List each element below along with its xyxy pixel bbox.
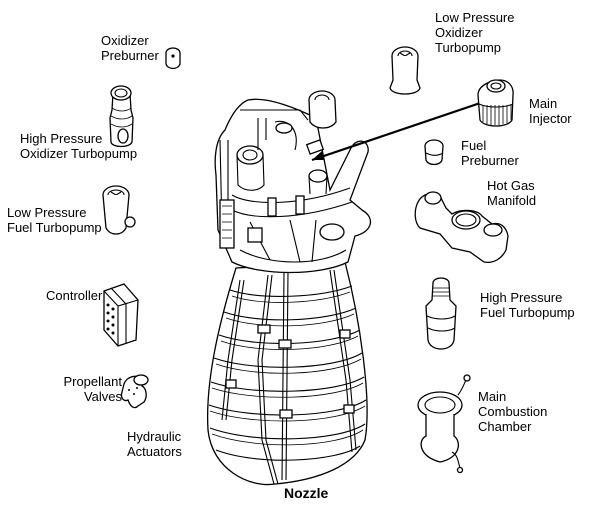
label-hp-oxidizer-turbopump: High Pressure Oxidizer Turbopump [20, 131, 138, 161]
propellant-valves-illustration [120, 374, 149, 409]
powerhead-illustration [214, 90, 372, 274]
label-lp-fuel-turbopump: Low Pressure Fuel Turbopump [7, 205, 102, 235]
hp-oxidizer-turbopump-illustration [109, 85, 134, 148]
nozzle-illustration [206, 261, 368, 486]
hp-fuel-turbopump-illustration [425, 277, 457, 350]
main-injector-illustration [477, 79, 514, 127]
oxidizer-preburner-illustration [165, 47, 181, 70]
label-main-combustion-chamber: Main Combustion Chamber [478, 389, 548, 434]
hot-gas-manifold-illustration [414, 191, 509, 264]
leader-arrowhead [312, 151, 324, 160]
label-hp-fuel-turbopump: High Pressure Fuel Turbopump [480, 290, 575, 320]
label-fuel-preburner: Fuel Preburner [461, 138, 519, 168]
label-oxidizer-preburner: Oxidizer Preburner [101, 33, 159, 63]
label-controller: Controller [46, 288, 103, 303]
label-hydraulic-actuators: Hydraulic Actuators [127, 429, 182, 459]
main-injector-leader-line [311, 96, 496, 162]
label-nozzle: Nozzle [284, 485, 329, 501]
label-hot-gas-manifold: Hot Gas Manifold [487, 178, 537, 208]
controller-illustration [103, 283, 139, 347]
main-combustion-chamber-illustration [417, 374, 471, 474]
label-main-injector: Main Injector [529, 96, 572, 126]
label-lp-oxidizer-turbopump: Low Pressure Oxidizer Turbopump [435, 10, 515, 55]
lp-fuel-turbopump-illustration [102, 185, 136, 235]
fuel-preburner-illustration [424, 139, 444, 166]
label-propellant-valves: Propellant Valves [63, 374, 122, 404]
lp-oxidizer-turbopump-illustration [389, 46, 421, 95]
